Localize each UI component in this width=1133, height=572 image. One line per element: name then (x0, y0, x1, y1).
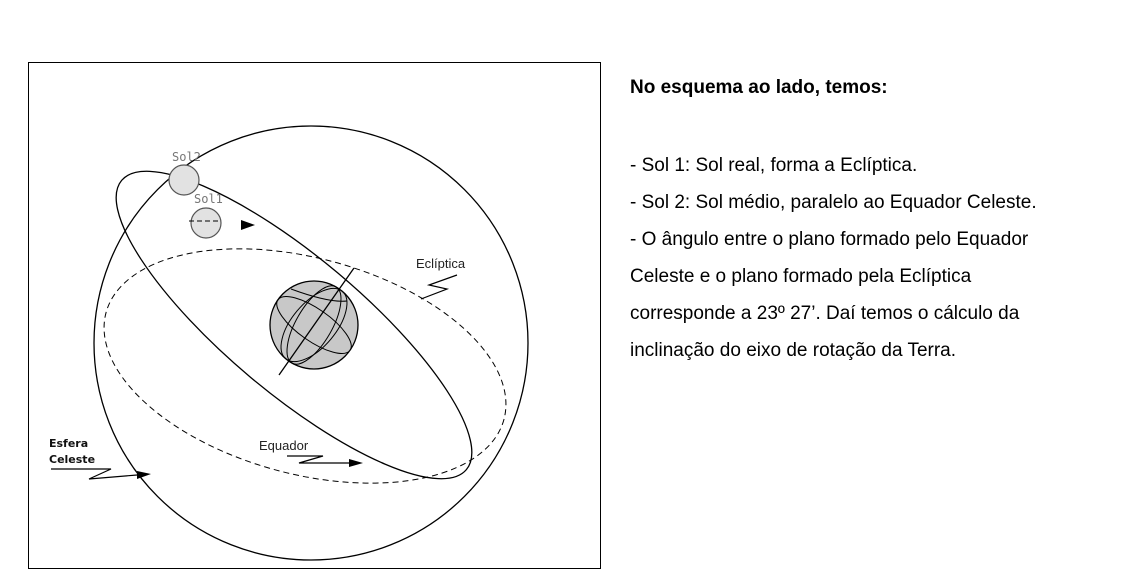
sol1-direction-arrow (241, 220, 255, 230)
sol1-marker (190, 207, 222, 239)
explanation-panel: No esquema ao lado, temos: - Sol 1: Sol … (630, 74, 1125, 369)
explanation-line: - Sol 2: Sol médio, paralelo ao Equador … (630, 192, 1037, 213)
esfera-celeste-label-line2: Celeste (49, 453, 95, 466)
explanation-lines: - Sol 1: Sol real, forma a Eclíptica. - … (630, 147, 1125, 369)
explanation-line: - O ângulo entre o plano formado pelo Eq… (630, 229, 1029, 250)
explanation-line: inclinação do eixo de rotação da Terra. (630, 340, 957, 361)
explanation-line: corresponde a 23º 27’. Daí temos o cálcu… (630, 303, 1020, 324)
ecliptica-pointer (420, 274, 458, 300)
equador-pointer (287, 455, 349, 464)
equador-label: Equador (259, 438, 309, 453)
ecliptic-path (103, 248, 507, 484)
equator-ring (115, 170, 473, 480)
earth-globe (269, 267, 359, 376)
sol1-label: Sol1 (194, 192, 223, 206)
esfera-celeste-pointer (51, 468, 138, 480)
celestial-sphere (93, 125, 529, 561)
explanation-title: No esquema ao lado, temos: (630, 77, 888, 98)
ecliptica-label: Eclíptica (416, 256, 466, 271)
explanation-line: - Sol 1: Sol real, forma a Eclíptica. (630, 155, 918, 176)
diagram-canvas: Sol2 Sol1 Eclíptica Equador Esfera Celes… (49, 125, 529, 561)
sol2-marker (168, 164, 200, 196)
explanation-line: Celeste e o plano formado pela Eclíptica (630, 266, 972, 287)
earth-axis (278, 267, 355, 376)
sol2-label: Sol2 (172, 150, 201, 164)
celestial-sphere-diagram: Sol2 Sol1 Eclíptica Equador Esfera Celes… (28, 62, 601, 569)
esfera-celeste-label-line1: Esfera (49, 437, 88, 450)
